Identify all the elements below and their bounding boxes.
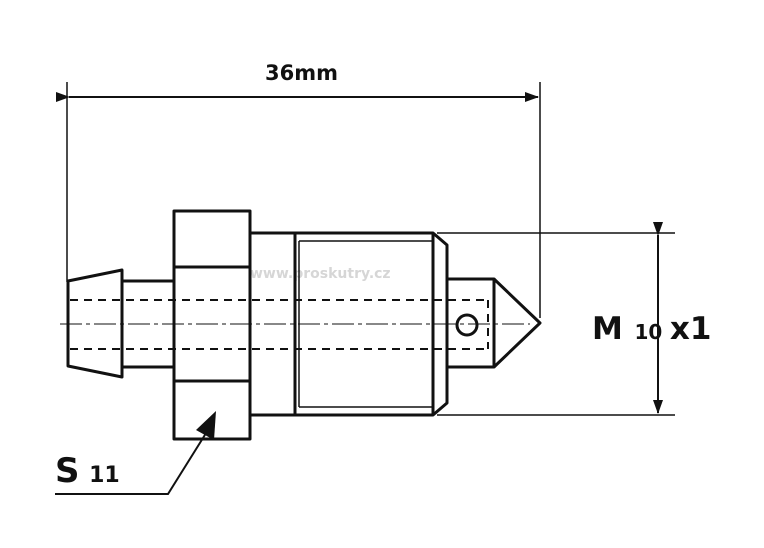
- wrench-prefix: S: [55, 451, 80, 491]
- wrench-leader: [55, 411, 216, 495]
- length-label: 36mm: [265, 61, 338, 85]
- thread-label: M 10 x1: [592, 311, 711, 347]
- wrench-size: 11: [89, 463, 120, 488]
- thread-diameter: 10: [634, 320, 662, 344]
- length-dimension: [56, 82, 541, 318]
- conical-tip: [492, 277, 542, 369]
- hose-barb: [66, 268, 124, 379]
- thread-pitch: x1: [670, 311, 712, 347]
- tip-shank: [445, 277, 496, 369]
- watermark-text: www.proskutry.cz: [250, 266, 391, 282]
- thread-prefix: M: [592, 311, 623, 347]
- wrench-label: S 11: [55, 451, 120, 491]
- side-port: [455, 313, 479, 337]
- part-outline: [66, 209, 542, 441]
- hex-head: [172, 209, 252, 441]
- leader-arrowhead: [196, 411, 216, 440]
- thread-dimension: [437, 222, 675, 416]
